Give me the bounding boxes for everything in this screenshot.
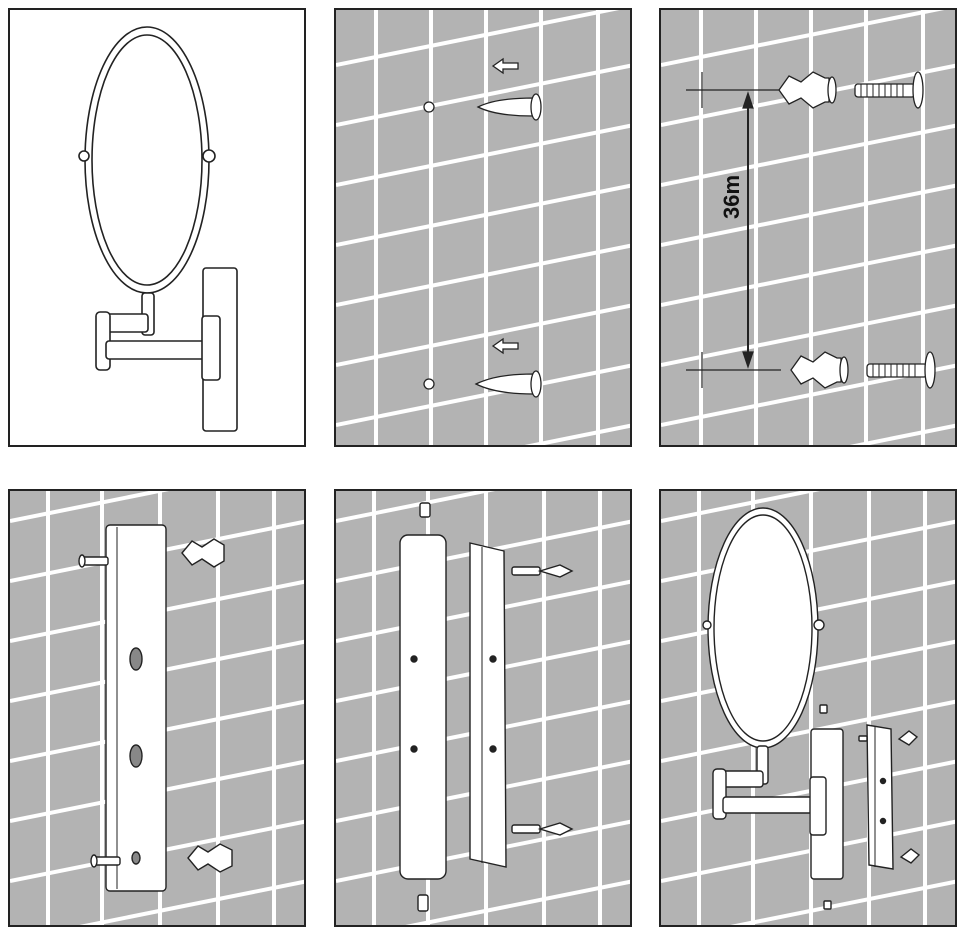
cover-assembly-illustration [336, 491, 630, 925]
pivot-knob-right [813, 619, 825, 631]
anchor-top [897, 730, 919, 746]
anchor-bottom [537, 822, 574, 836]
plate-clamp [201, 315, 221, 381]
screw-top [81, 556, 109, 566]
bracket-slot [131, 851, 141, 865]
step-1-panel [8, 8, 306, 447]
drill-hole-bottom [423, 378, 435, 390]
mounting-bracket [866, 724, 894, 870]
pivot-knob-left [702, 620, 712, 630]
step-4-panel [8, 489, 306, 927]
expanded-anchor-top [181, 538, 225, 568]
dimension-lines [686, 72, 781, 388]
small-set-screw-top [819, 704, 828, 714]
bracket-slot [129, 744, 143, 768]
anchor-bottom [899, 848, 921, 864]
small-set-screw-bottom [823, 900, 832, 910]
wall-bracket [105, 524, 167, 892]
mirror-glass [91, 34, 203, 286]
expanded-anchor-head-bottom [839, 356, 849, 384]
screw-top [858, 735, 868, 742]
drill-hole-top [423, 101, 435, 113]
arm-lower [722, 796, 820, 814]
arm-lower [105, 340, 207, 360]
screw-bottom [511, 824, 541, 834]
mirror-attach-illustration [661, 491, 955, 925]
bracket-cover [399, 534, 447, 880]
bracket-mount-illustration [10, 491, 304, 925]
screw-bottom [93, 856, 121, 866]
tile-wall [336, 10, 630, 445]
step-3-panel: 36m [659, 8, 957, 447]
step-6-panel [659, 489, 957, 927]
pivot-knob-right [202, 149, 216, 163]
expanded-anchor-head-top [827, 76, 837, 104]
arm-upper [105, 313, 149, 333]
step-2-panel [334, 8, 632, 447]
bracket-slot [129, 647, 143, 671]
arrow-left-icon [491, 337, 519, 355]
mounting-bracket [469, 542, 507, 868]
screw-threads [860, 84, 916, 377]
anchor-top [537, 564, 574, 578]
arrow-left-icon [491, 57, 519, 75]
arm-upper [722, 770, 764, 788]
tile-grout-lines [336, 10, 630, 445]
step-5-panel [334, 489, 632, 927]
anchor-head-top [530, 93, 542, 121]
anchor-insert-illustration [336, 10, 630, 445]
screw-top [511, 566, 541, 576]
anchor-spacing-illustration [661, 10, 955, 445]
pivot-knob-left [78, 150, 90, 162]
screw-head-top [912, 71, 924, 109]
assembled-mirror-illustration [78, 26, 238, 432]
small-set-screw-bottom [417, 894, 429, 912]
spacing-measurement-label: 36m [719, 174, 744, 220]
anchor-head-bottom [530, 370, 542, 398]
expanded-anchor-bottom [187, 843, 233, 873]
small-set-screw-top [419, 502, 431, 518]
mirror-glass [713, 514, 813, 742]
screw-head-bottom [924, 351, 936, 389]
plate-clamp [809, 776, 827, 836]
